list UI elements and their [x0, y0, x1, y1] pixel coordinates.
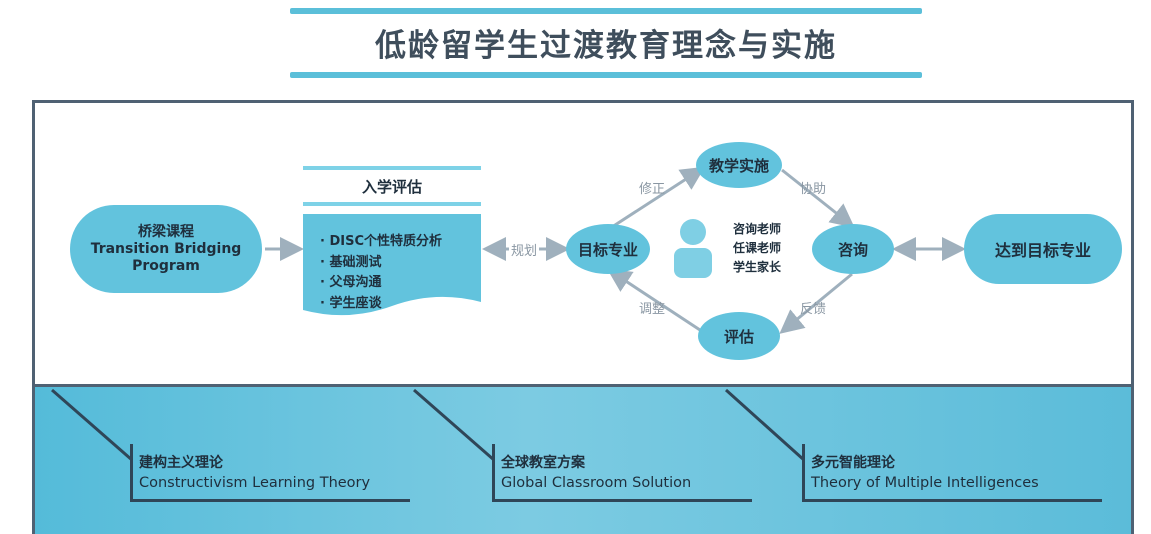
band-divider-line — [724, 388, 806, 462]
assessment-list: DISC个性特质分析 基础测试 父母沟通 学生座谈 — [320, 232, 442, 314]
stakeholder-item: 咨询老师 — [733, 222, 782, 236]
arrow-evaluate-to-target — [606, 268, 701, 332]
bridge-en-line2: Program — [132, 257, 200, 274]
plan-label: 规划 — [509, 240, 540, 259]
theory-band — [32, 387, 1134, 534]
theory-en: Global Classroom Solution — [501, 475, 692, 491]
correct-label: 修正 — [639, 182, 666, 197]
stakeholder-item: 任课老师 — [733, 241, 782, 255]
teaching-node: 教学实施 — [696, 142, 782, 188]
assessment-item: 父母沟通 — [320, 273, 442, 294]
title-rule-top — [290, 8, 922, 14]
theory-constructivism: 建构主义理论 Constructivism Learning Theory — [130, 444, 410, 502]
theory-cn: 全球教室方案 — [501, 455, 585, 471]
person-icon — [674, 219, 712, 278]
arrow-consult-to-evaluate — [779, 272, 853, 334]
theory-cn: 建构主义理论 — [139, 455, 223, 471]
assist-label: 协助 — [800, 182, 827, 197]
goal-major-node: 达到目标专业 — [964, 214, 1122, 284]
theory-multiple-intelligences: 多元智能理论 Theory of Multiple Intelligences — [802, 444, 1102, 502]
title-rule-bottom — [290, 72, 922, 78]
transition-bridging-program: 桥梁课程 Transition Bridging Program — [70, 205, 262, 293]
stakeholder-item: 学生家长 — [733, 260, 782, 274]
band-left-border — [32, 387, 35, 534]
stakeholder-list: 咨询老师 任课老师 学生家长 — [733, 220, 781, 277]
adjust-label: 调整 — [639, 302, 666, 317]
band-right-border — [1131, 387, 1134, 534]
bridge-en-line1: Transition Bridging — [90, 240, 242, 257]
band-top-border — [32, 384, 1134, 389]
arrow-target-to-teaching — [611, 166, 706, 229]
assessment-item: 基础测试 — [320, 253, 442, 274]
theory-global-classroom: 全球教室方案 Global Classroom Solution — [492, 444, 752, 502]
target-major-node: 目标专业 — [566, 224, 650, 274]
assessment-title: 入学评估 — [303, 166, 481, 206]
theory-en: Theory of Multiple Intelligences — [811, 475, 1039, 491]
consult-node: 咨询 — [812, 224, 894, 274]
assessment-item: 学生座谈 — [320, 294, 442, 315]
theory-cn: 多元智能理论 — [811, 455, 895, 471]
arrow-teaching-to-consult — [781, 168, 855, 228]
feedback-label: 反馈 — [800, 302, 827, 317]
band-divider-line — [413, 388, 495, 462]
evaluate-node: 评估 — [698, 312, 780, 360]
theory-en: Constructivism Learning Theory — [139, 475, 371, 491]
page-title: 低龄留学生过渡教育理念与实施 — [375, 28, 837, 64]
band-divider-line — [51, 388, 133, 462]
assessment-item: DISC个性特质分析 — [320, 232, 442, 253]
bridge-cn: 桥梁课程 — [138, 223, 194, 240]
